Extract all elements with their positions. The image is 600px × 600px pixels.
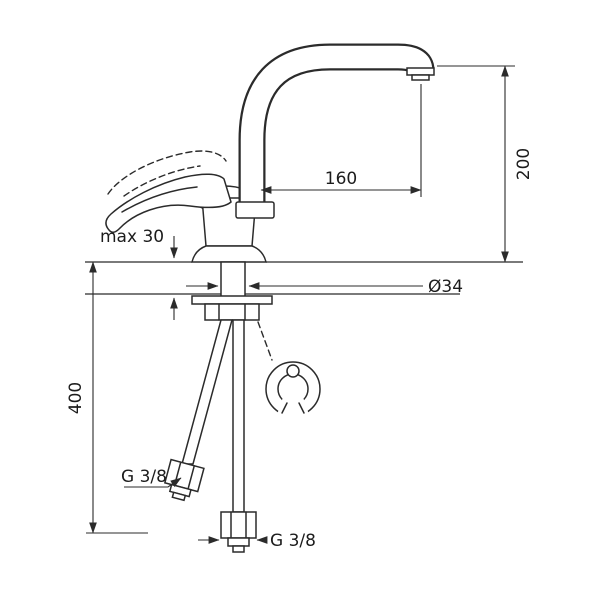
handle-ghost-position [107,150,227,197]
key-opening-edge [281,402,288,414]
flex-hose-right [232,319,245,513]
handle-ghost-outline-upper [107,150,227,195]
under-counter-group [163,261,273,553]
key-opening-edge [298,402,305,414]
mounting-key-leader-dashed [257,321,273,361]
connector-collar [227,537,250,547]
spout-outlet-collar [406,67,435,76]
dimension-label-160: 160 [325,169,357,189]
faucet-body-group [105,43,435,263]
hose-connector-left [163,458,205,502]
body-base-flare [191,245,267,263]
hose-connector-bottom [220,511,257,553]
countertop [85,261,523,295]
key-top-hole [286,364,300,378]
spout-aerator-tip [411,74,430,81]
leader-g38-left [124,477,182,488]
connector-tip [232,545,245,553]
handle-detail-line [121,186,198,213]
spout-ring-nut [235,201,275,219]
mounting-nut [204,303,260,321]
dimension-label-g38-bottom: G 3/8 [270,531,316,551]
mounting-key-icon [265,361,321,423]
dimension-label-200: 200 [514,148,534,180]
dimension-label-max30: max 30 [100,227,164,247]
spout [238,43,435,208]
handle [105,173,232,233]
connector-nut [220,511,257,539]
connector-tip [171,491,187,502]
dimension-label-g38-left: G 3/8 [121,467,167,487]
handle-ghost-outline-lower [123,165,201,197]
connector-facet [187,465,196,490]
dimensions: 160 200 max 30 Ø34 400 G 3/8 G 3/8 [66,65,534,551]
dimension-label-400: 400 [66,382,86,414]
key-opening [274,389,312,423]
handle-lever [105,173,232,233]
mounting-washer [191,295,273,305]
spout-tube-fill [240,45,433,208]
flex-hose-left [181,319,233,465]
dimension-label-dia34: Ø34 [428,277,463,297]
